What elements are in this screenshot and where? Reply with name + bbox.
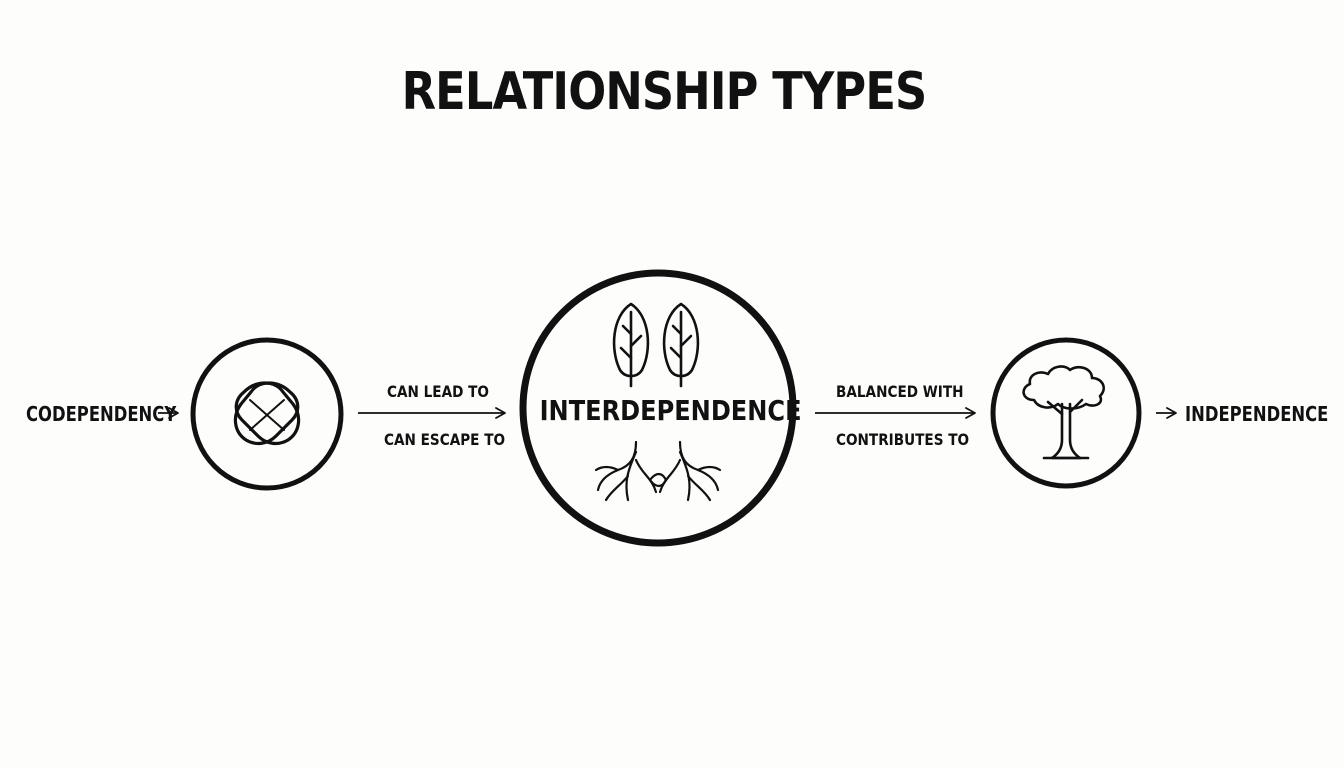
page-title: RELATIONSHIP TYPES	[401, 62, 928, 122]
interdependence-node	[519, 269, 797, 547]
tree-icon	[1022, 365, 1105, 460]
codependency-label: CODEPENDENCY	[26, 402, 177, 426]
edge-label-can-escape-to: CAN ESCAPE TO	[384, 430, 506, 449]
interdependence-label: INTERDEPENDENCE	[539, 394, 802, 427]
edge-label-can-lead-to: CAN LEAD TO	[387, 382, 489, 401]
knot-icon	[233, 381, 301, 446]
independence-node	[990, 337, 1142, 489]
edge-label-contributes-to: CONTRIBUTES TO	[836, 430, 970, 449]
independence-label: INDEPENDENCE	[1185, 402, 1329, 426]
edge-label-balanced-with: BALANCED WITH	[836, 382, 964, 401]
roots-icon	[594, 440, 722, 502]
trees-icon	[612, 302, 700, 388]
codependency-node	[190, 337, 344, 491]
